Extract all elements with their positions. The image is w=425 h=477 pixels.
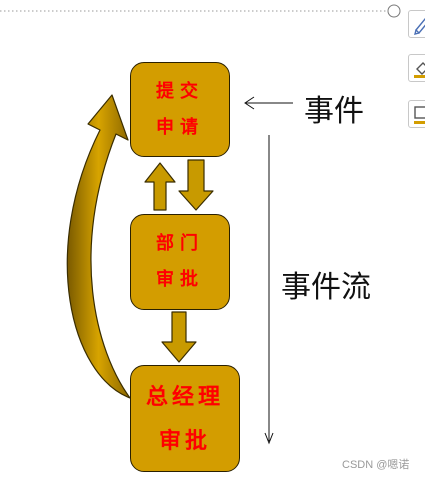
pen-tool-button[interactable]: [408, 10, 425, 38]
down-arrow-2: [161, 311, 197, 363]
event-label: 事件: [304, 94, 364, 129]
pen-tool-icon: [414, 17, 425, 35]
outline-tool-icon: [414, 106, 425, 124]
outline-tool-button[interactable]: [408, 100, 425, 128]
event-pointer-arrowhead: [244, 96, 255, 110]
selection-handle-icon[interactable]: [387, 4, 401, 18]
node-submit-request-line2: 申请: [156, 116, 204, 138]
node-dept-approval-line1: 部门: [156, 233, 204, 254]
up-arrow: [144, 162, 176, 211]
event-flow-label: 事件流: [281, 270, 371, 305]
node-gm-approval-line1: 总经理: [145, 383, 224, 410]
node-gm-approval-line2: 审批: [158, 427, 211, 454]
event-flow-arrowhead: [264, 432, 274, 445]
node-submit-request[interactable]: 提交 申请: [130, 62, 230, 157]
curved-return-arrow: [66, 94, 131, 399]
node-gm-approval[interactable]: 总经理 审批: [130, 365, 240, 472]
down-arrow: [178, 159, 214, 211]
fill-tool-icon: [414, 62, 425, 78]
node-dept-approval-line2: 审批: [156, 269, 204, 290]
fill-tool-button[interactable]: [408, 54, 425, 82]
watermark: CSDN @嗯诺: [342, 459, 410, 471]
node-dept-approval[interactable]: 部门 审批: [130, 214, 230, 310]
node-submit-request-line1: 提交: [156, 80, 204, 102]
